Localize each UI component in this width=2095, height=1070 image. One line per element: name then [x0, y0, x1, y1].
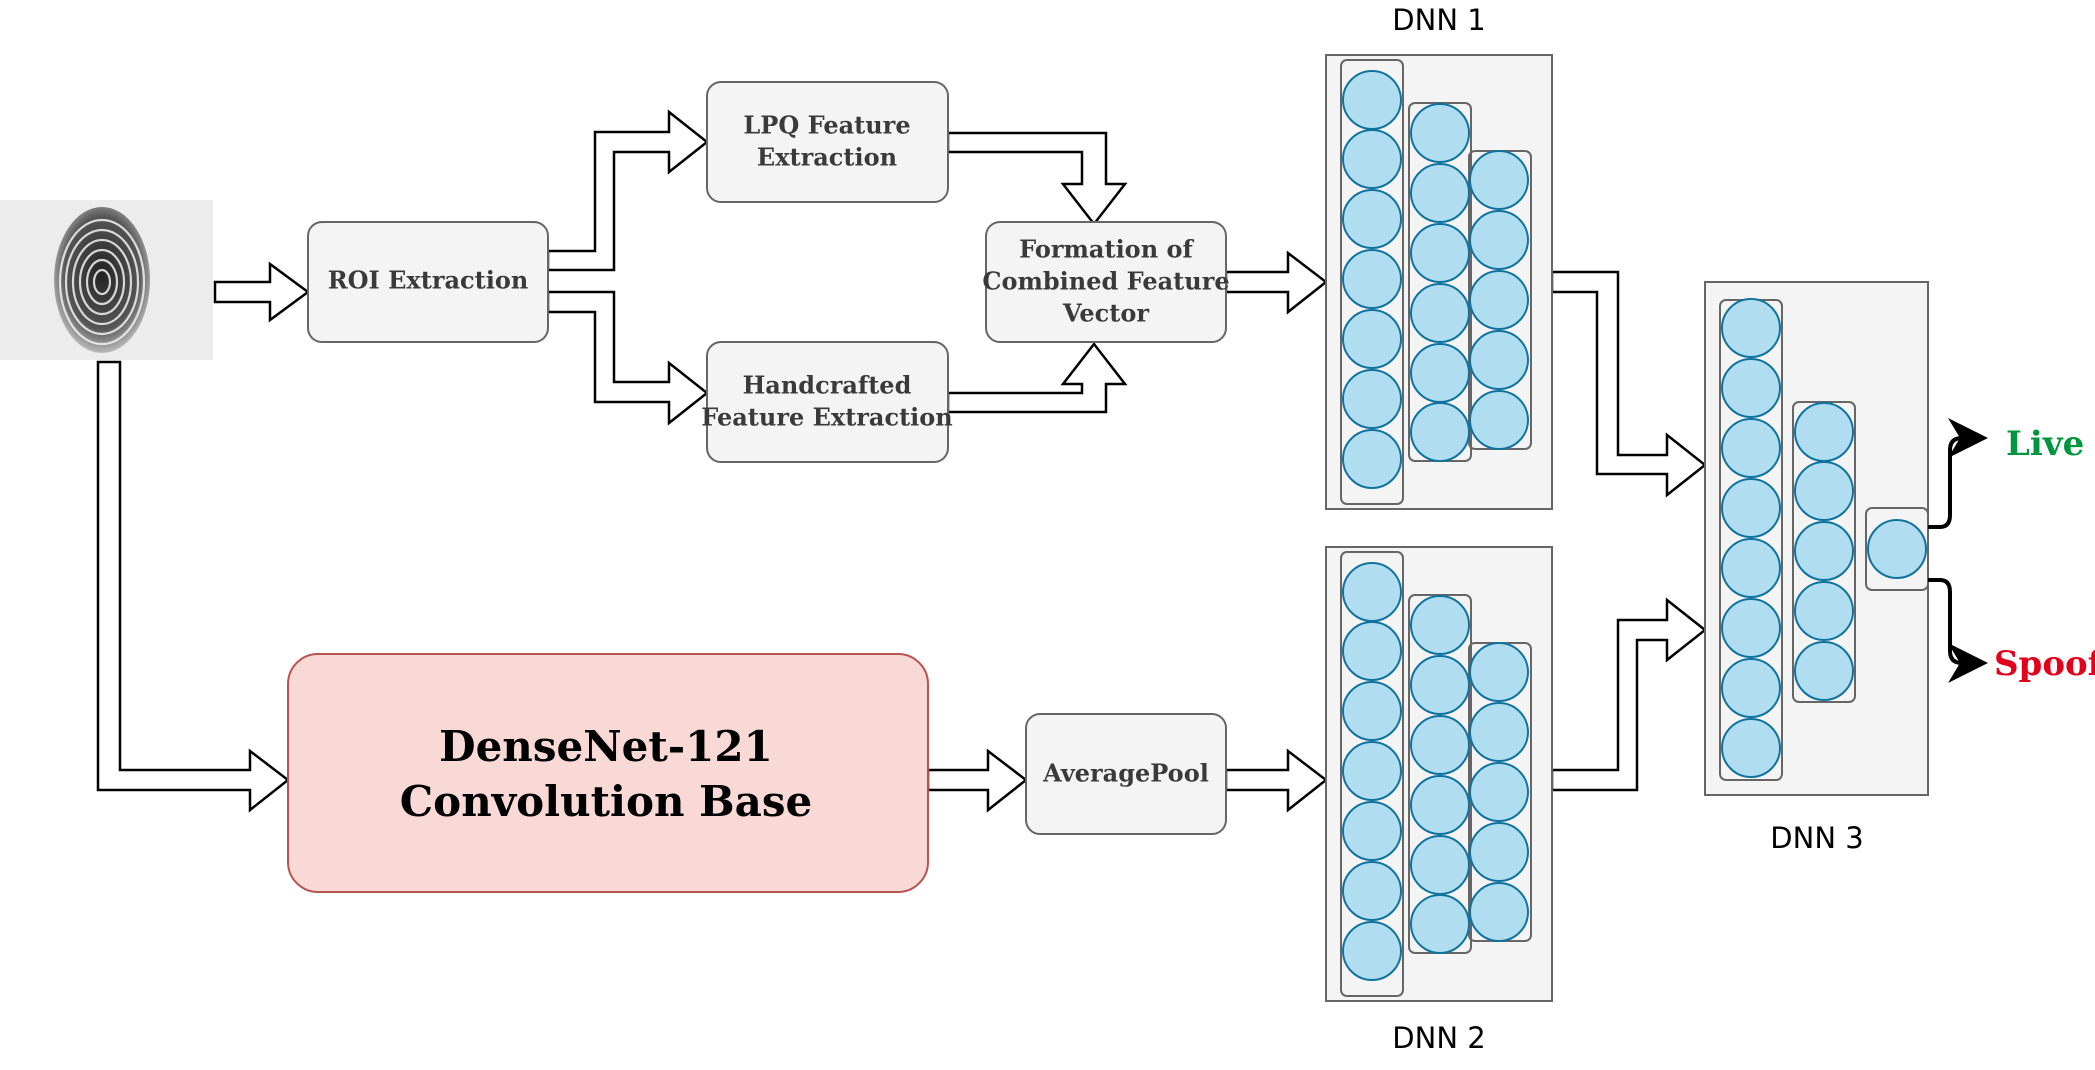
neuron [1410, 835, 1470, 895]
dnn3: DNN 3 [1704, 281, 1929, 855]
densenet-label-line-1: DenseNet-121 [439, 722, 773, 771]
neuron [1469, 702, 1529, 762]
roi-box: ROI Extraction [307, 221, 549, 343]
spoof-output-label: Spoof [1994, 644, 2095, 684]
neuron [1410, 715, 1470, 775]
neuron [1794, 521, 1854, 581]
neuron [1469, 390, 1529, 450]
neuron [1469, 822, 1529, 882]
neuron [1721, 658, 1781, 718]
dnn2: DNN 2 [1325, 546, 1553, 1055]
neuron [1342, 801, 1402, 861]
neuron [1794, 402, 1854, 462]
neuron [1721, 298, 1781, 358]
neuron [1342, 562, 1402, 622]
arrow-to-live [1928, 418, 1988, 529]
neuron [1721, 718, 1781, 778]
output-arrows [1928, 418, 1988, 683]
dnn1-label: DNN 1 [1392, 3, 1485, 37]
neuron [1410, 595, 1470, 655]
neuron [1342, 921, 1402, 981]
neuron [1410, 402, 1470, 462]
neuron [1410, 103, 1470, 163]
arrow-handcrafted-to-combined [946, 341, 1128, 414]
neuron [1721, 418, 1781, 478]
arrow-roi-to-lpq [546, 109, 710, 272]
neuron [1342, 249, 1402, 309]
dnn2-neurons [1342, 562, 1529, 981]
avgpool-label: AveragePool [1042, 759, 1209, 788]
arrow-dnn2-to-dnn3 [1550, 597, 1708, 792]
dnn3-neurons [1721, 298, 1927, 778]
neuron [1410, 163, 1470, 223]
neuron [1410, 283, 1470, 343]
neuron [1469, 642, 1529, 702]
neuron [1469, 762, 1529, 822]
neuron [1342, 70, 1402, 130]
neuron [1342, 741, 1402, 801]
arrow-avgpool-to-dnn2 [1224, 748, 1329, 813]
handcrafted-box: Handcrafted Feature Extraction [701, 341, 953, 463]
neuron [1342, 681, 1402, 741]
densenet-box: DenseNet-121 Convolution Base [287, 653, 929, 893]
neuron [1469, 330, 1529, 390]
neuron [1469, 210, 1529, 270]
neuron [1794, 461, 1854, 521]
densenet-label-line-2: Convolution Base [400, 777, 813, 826]
lpq-label-line-2: Extraction [757, 143, 897, 172]
neuron [1721, 598, 1781, 658]
combined-feature-box: Formation of Combined Feature Vector [982, 221, 1230, 343]
neuron [1342, 369, 1402, 429]
neuron [1469, 882, 1529, 942]
neuron [1342, 129, 1402, 189]
arrow-combined-to-dnn1 [1224, 250, 1329, 315]
dnn1: DNN 1 [1325, 3, 1553, 510]
neuron [1410, 775, 1470, 835]
neuron [1469, 270, 1529, 330]
lpq-label-line-1: LPQ Feature [743, 111, 910, 140]
neuron [1342, 861, 1402, 921]
neuron [1342, 621, 1402, 681]
connectors [96, 109, 1708, 813]
arrow-to-spoof [1928, 578, 1988, 683]
dnn1-neurons [1342, 70, 1529, 489]
combined-label-line-2: Combined Feature [982, 267, 1229, 296]
neuron [1469, 150, 1529, 210]
neuron [1342, 429, 1402, 489]
live-output-label: Live [2006, 424, 2084, 464]
roi-label: ROI Extraction [328, 266, 529, 295]
neuron [1410, 894, 1470, 954]
neuron [1342, 309, 1402, 369]
neuron [1721, 478, 1781, 538]
handcrafted-label-line-2: Feature Extraction [701, 403, 953, 432]
avgpool-box: AveragePool [1025, 713, 1227, 835]
dnn2-label: DNN 2 [1392, 1021, 1485, 1055]
arrow-dnn1-to-dnn3 [1550, 270, 1708, 498]
fingerprint-image [0, 200, 213, 360]
dnn3-label: DNN 3 [1770, 821, 1863, 855]
arrow-lpq-to-combined [946, 131, 1128, 227]
neuron [1721, 538, 1781, 598]
lpq-box: LPQ Feature Extraction [706, 81, 949, 203]
handcrafted-label-line-1: Handcrafted [743, 371, 912, 400]
arrow-roi-to-handcrafted [546, 290, 710, 426]
combined-label-line-3: Vector [1062, 299, 1149, 328]
neuron [1410, 223, 1470, 283]
arrow-fingerprint-to-densenet [96, 360, 291, 813]
neuron [1867, 519, 1927, 579]
neuron [1721, 358, 1781, 418]
fingerprint-icon [54, 207, 150, 353]
neuron [1342, 189, 1402, 249]
neuron [1794, 641, 1854, 701]
neuron [1410, 655, 1470, 715]
arrow-fingerprint-to-roi [213, 261, 311, 323]
neuron [1794, 581, 1854, 641]
neuron [1410, 343, 1470, 403]
arrow-densenet-to-avgpool [926, 748, 1029, 813]
combined-label-line-1: Formation of [1019, 235, 1194, 264]
